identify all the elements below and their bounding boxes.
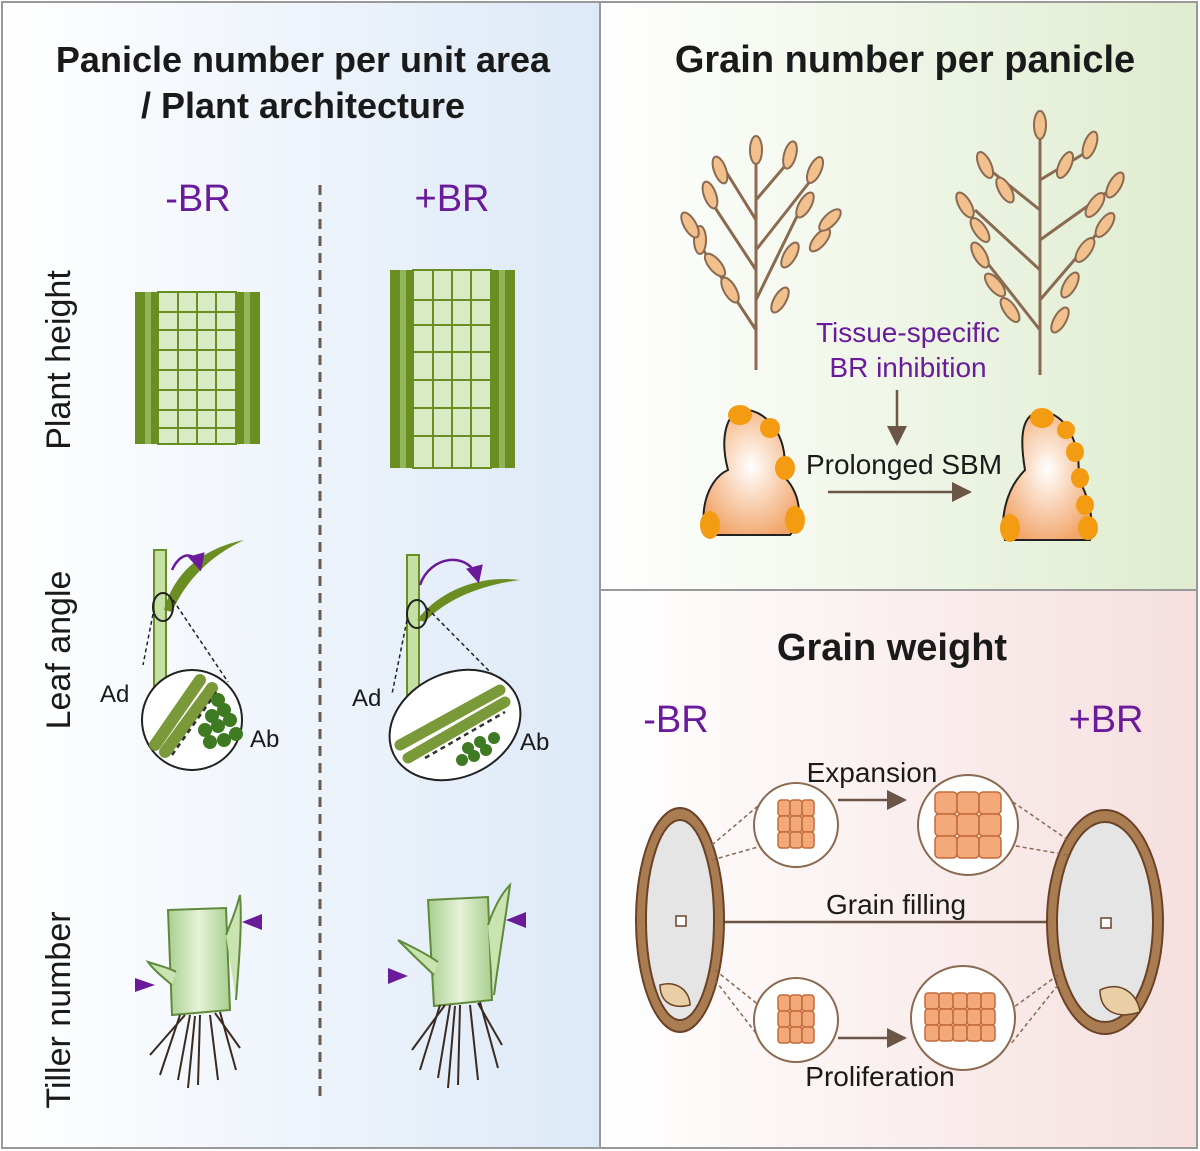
tiller-base-minus-br bbox=[135, 894, 262, 1089]
row-label-leaf-angle: Leaf angle bbox=[40, 571, 78, 730]
leaf-angle-minus-br bbox=[141, 540, 244, 771]
cell-group-proliferation-plus bbox=[910, 965, 1016, 1071]
grain-plus-br bbox=[1046, 809, 1164, 1035]
inhibition-label-line2: BR inhibition bbox=[829, 352, 986, 383]
inhibition-label-line1: Tissue-specific bbox=[816, 317, 1000, 348]
cell-group-expansion-plus bbox=[917, 774, 1019, 876]
stem-segment-minus-br bbox=[135, 291, 260, 445]
grain-plus-br-label: +BR bbox=[1069, 699, 1144, 741]
row-label-tiller-number: Tiller number bbox=[40, 911, 78, 1108]
proliferation-label: Proliferation bbox=[805, 1061, 954, 1092]
grain-minus-br-label: -BR bbox=[643, 699, 708, 741]
adaxial-label-plus: Ad bbox=[352, 685, 381, 712]
sbm-label: Prolonged SBM bbox=[806, 449, 1002, 480]
meristem-plus-br bbox=[1000, 408, 1098, 542]
left-plus-br-label: +BR bbox=[415, 178, 490, 220]
filling-label: Grain filling bbox=[826, 889, 966, 920]
tiller-base-plus-br bbox=[388, 882, 526, 1089]
leaf-angle-plus-br bbox=[388, 554, 522, 782]
top-right-title: Grain number per panicle bbox=[675, 39, 1135, 81]
abaxial-label-plus: Ab bbox=[520, 729, 549, 756]
abaxial-label-minus: Ab bbox=[250, 726, 279, 753]
cell-zoom-connectors bbox=[711, 799, 1069, 1046]
stem-segment-plus-br bbox=[390, 269, 515, 469]
meristem-minus-br bbox=[700, 405, 805, 539]
grain-minus-br bbox=[635, 807, 725, 1033]
cell-group-expansion-minus bbox=[753, 782, 839, 868]
panicle-plus-br bbox=[955, 110, 1125, 375]
top-right-panel bbox=[599, 1, 1198, 591]
row-label-plant-height: Plant height bbox=[40, 270, 78, 450]
panicle-minus-br bbox=[680, 135, 842, 370]
left-title-line1: Panicle number per unit area bbox=[56, 39, 551, 80]
expansion-label: Expansion bbox=[807, 757, 938, 788]
left-minus-br-label: -BR bbox=[165, 178, 230, 220]
adaxial-label-minus: Ad bbox=[100, 681, 129, 708]
bottom-right-title: Grain weight bbox=[777, 627, 1007, 669]
left-title-line2: / Plant architecture bbox=[141, 85, 465, 126]
cell-group-proliferation-minus bbox=[753, 977, 839, 1063]
left-panel bbox=[1, 1, 601, 1149]
